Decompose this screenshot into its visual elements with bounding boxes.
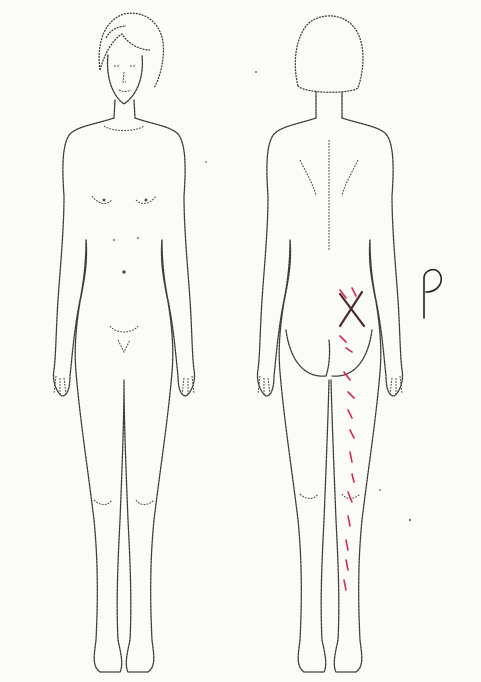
back-figure	[257, 16, 402, 672]
front-body-outline	[53, 118, 194, 396]
pain-radiation-line	[340, 288, 356, 590]
front-nipple-left	[103, 199, 106, 202]
front-chest-details	[92, 126, 156, 352]
back-hands	[258, 376, 402, 396]
back-neck	[316, 92, 342, 118]
back-hair	[295, 16, 363, 92]
front-legs	[76, 372, 172, 672]
pain-origin-x	[340, 292, 364, 326]
back-buttocks	[286, 330, 372, 376]
front-face-features	[114, 66, 136, 92]
front-face	[108, 55, 143, 104]
handwritten-p	[424, 270, 441, 318]
front-navel	[122, 270, 125, 273]
front-neck	[114, 100, 135, 118]
back-spine	[300, 140, 358, 250]
front-figure	[53, 13, 194, 672]
front-knees	[94, 500, 154, 505]
front-nipple-right	[145, 199, 148, 202]
back-legs	[280, 372, 380, 672]
